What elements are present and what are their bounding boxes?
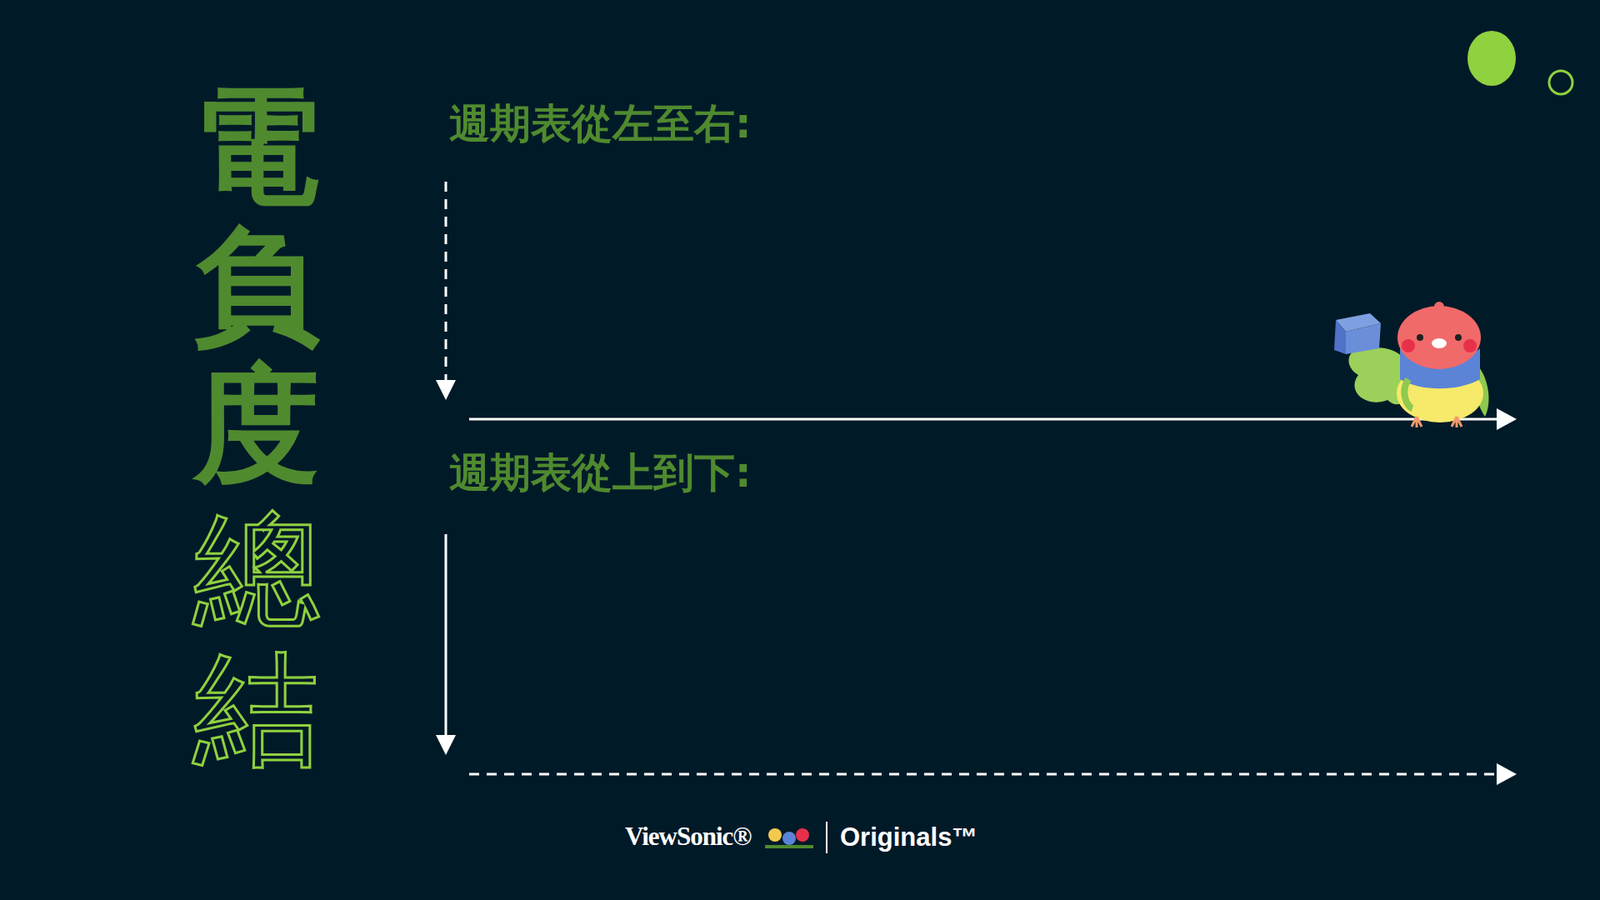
parrot-illustration	[1334, 301, 1490, 428]
section-heading: 週期表從左至右:	[449, 100, 752, 150]
brand-logo: Originals™	[840, 822, 978, 853]
green-ring	[1549, 70, 1573, 95]
brand-logo: ViewSonic®	[625, 821, 752, 852]
logo-divider	[825, 821, 828, 854]
green-blob	[1467, 30, 1516, 86]
title-solid: 電負度	[193, 76, 320, 495]
logo-birds	[765, 828, 814, 849]
arrow-lines	[435, 181, 1517, 785]
section-heading: 週期表從上到下:	[449, 449, 752, 499]
title-outline: 總結	[193, 500, 320, 779]
